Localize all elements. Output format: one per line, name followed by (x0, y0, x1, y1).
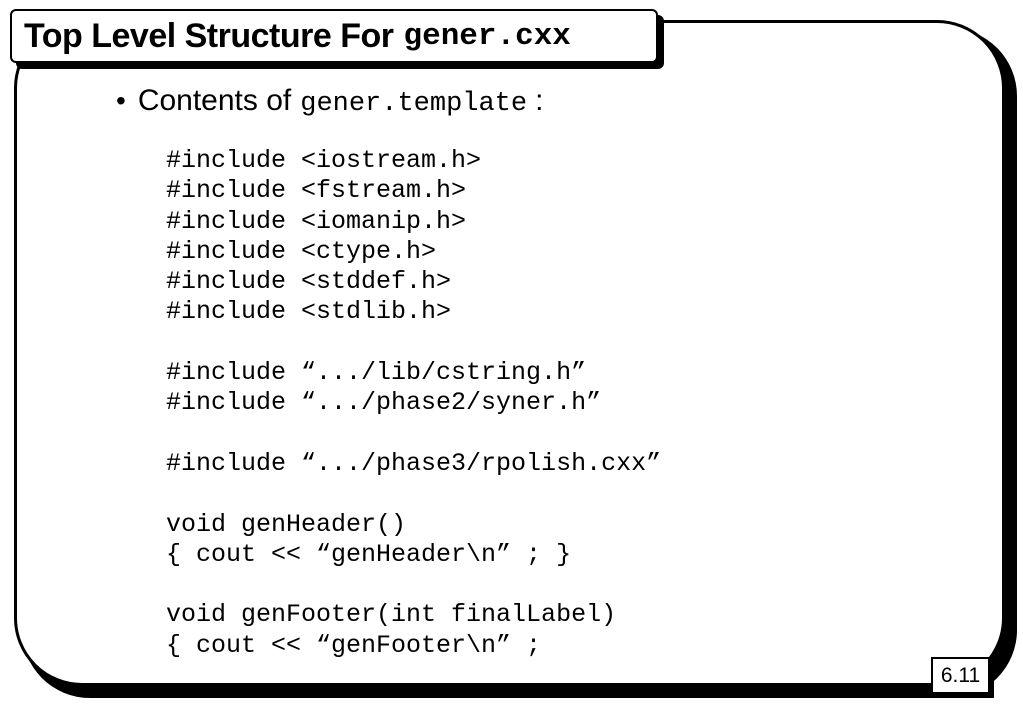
bullet-text: Contents of (137, 84, 292, 117)
code-line: #include <iostream.h> (166, 146, 482, 175)
bullet-dot-icon: • (116, 85, 126, 116)
code-line (166, 419, 661, 449)
code-listing: #include <iostream.h>#include <fstream.h… (166, 146, 661, 661)
code-line: #include <iomanip.h> (166, 206, 467, 236)
code-line: #include <ctype.h> (166, 236, 437, 266)
page-number: 6.11 (931, 657, 990, 694)
code-line: void genFooter(int finalLabel) (166, 600, 617, 630)
slide-frame (14, 20, 1005, 686)
slide-title: Top Level Structure For gener.cxx (10, 9, 658, 63)
code-line: #include <stdlib.h> (166, 297, 452, 327)
code-line: #include <fstream.h> (166, 176, 467, 206)
code-line: #include <stddef.h> (166, 267, 452, 297)
code-line (166, 479, 661, 509)
code-line: { cout << “genFooter\n” ; (166, 630, 542, 660)
slide-title-code: gener.cxx (403, 18, 571, 54)
code-line: #include “.../phase3/rpolish.cxx” (166, 448, 662, 478)
bullet-colon: : (535, 84, 544, 117)
code-line: { cout << “genHeader\n” ; } (166, 539, 572, 569)
code-line: #include “.../lib/cstring.h” (166, 358, 587, 388)
slide-title-text: Top Level Structure For (24, 16, 394, 55)
code-line (166, 570, 661, 600)
bullet-code: gener.template (300, 89, 528, 119)
bullet-item: • Contents of gener.template : (116, 84, 543, 119)
code-line: void genHeader() (166, 509, 407, 539)
code-line: #include “.../phase2/syner.h” (166, 388, 602, 418)
code-line (166, 328, 661, 358)
